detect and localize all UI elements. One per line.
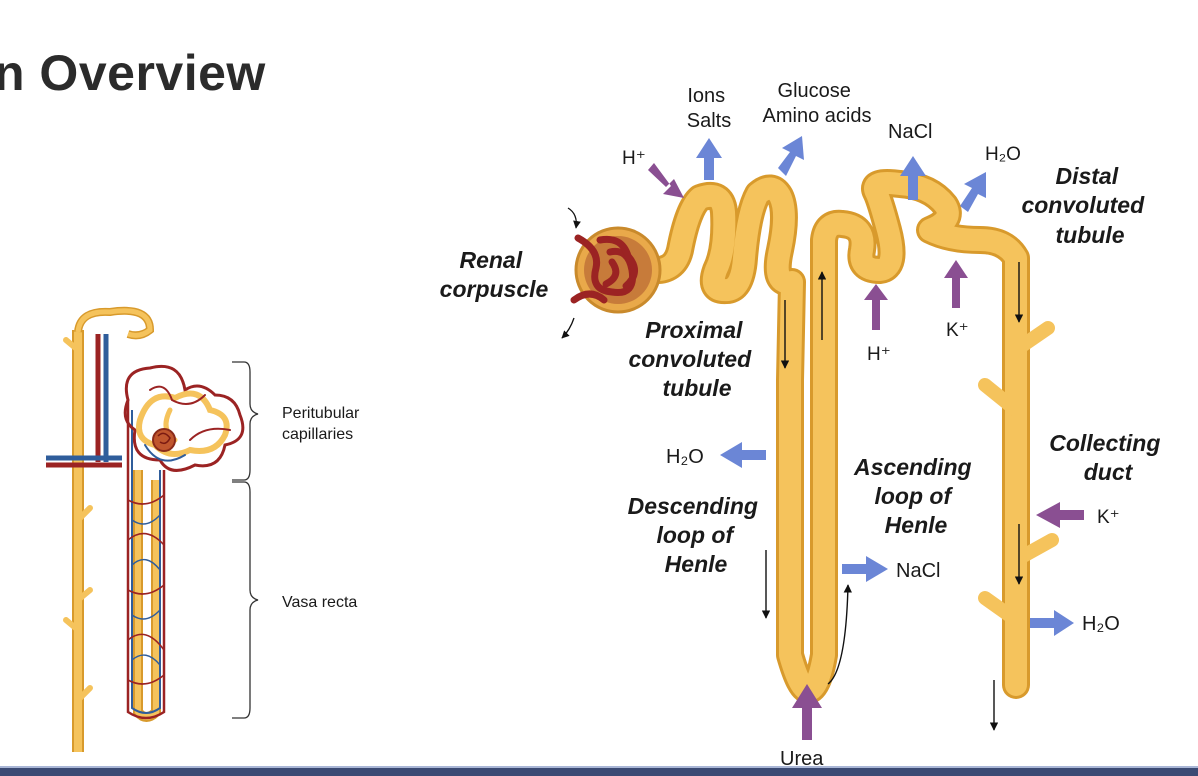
urea-label: Urea xyxy=(780,748,824,770)
h2o-desc-arrow xyxy=(720,442,766,468)
h2o-top-arrow xyxy=(960,172,986,212)
h2o-duct-arrow xyxy=(1030,610,1074,636)
nacl-asc-label: NaCl xyxy=(896,560,940,582)
descending-loop-label: Descending loop of Henle xyxy=(628,493,765,577)
slide-title: n Overview xyxy=(0,45,266,101)
proximal-tubule-label: Proximal convoluted tubule xyxy=(628,317,757,401)
vasa-recta-bracket xyxy=(232,481,259,719)
h-plus-label-2: H⁺ xyxy=(867,344,891,365)
peritubular-bracket xyxy=(232,361,259,481)
nacl-top-label: NaCl xyxy=(888,121,932,143)
h2o-top-label: H₂O xyxy=(985,144,1021,165)
h-plus-label-1: H⁺ xyxy=(622,148,646,169)
nacl-top-arrow xyxy=(900,156,926,200)
renal-corpuscle-label: Renal corpuscle xyxy=(440,247,549,302)
nacl-asc-arrow xyxy=(842,556,888,582)
peritubular-label: Peritubular capillaries xyxy=(282,405,364,443)
urea-arrow xyxy=(792,684,822,740)
k-plus-arrow-2 xyxy=(1036,502,1084,528)
bottom-bar-highlight xyxy=(0,766,1198,768)
k-plus-arrow-1 xyxy=(944,260,968,308)
k-plus-label-2: K⁺ xyxy=(1097,507,1120,528)
h-plus-arrow-2 xyxy=(864,284,888,330)
glomerulus xyxy=(570,234,638,304)
glucose-label: Glucose Amino acids xyxy=(763,80,872,127)
vasa-recta-label: Vasa recta xyxy=(282,594,357,611)
right-nephron-diagram: Renal corpuscle Proximal convoluted tubu… xyxy=(440,80,1167,770)
ions-salts-label: Ions Salts xyxy=(687,85,731,132)
h2o-duct-label: H₂O xyxy=(1082,613,1120,635)
glucose-arrow xyxy=(778,136,804,176)
distal-tubule-label: Distal convoluted tubule xyxy=(1021,163,1150,248)
duct-branch xyxy=(1009,321,1055,357)
ions-arrow xyxy=(696,138,722,180)
h-plus-arrow-1 xyxy=(648,163,684,198)
k-plus-label-1: K⁺ xyxy=(946,320,969,341)
collecting-duct-label: Collecting duct xyxy=(1049,430,1167,485)
bottom-bar xyxy=(0,768,1198,776)
ascending-loop-label: Ascending loop of Henle xyxy=(853,454,978,538)
h2o-desc-label: H₂O xyxy=(666,446,704,468)
left-nephron-diagram: Peritubular capillaries Vasa recta xyxy=(46,306,364,752)
